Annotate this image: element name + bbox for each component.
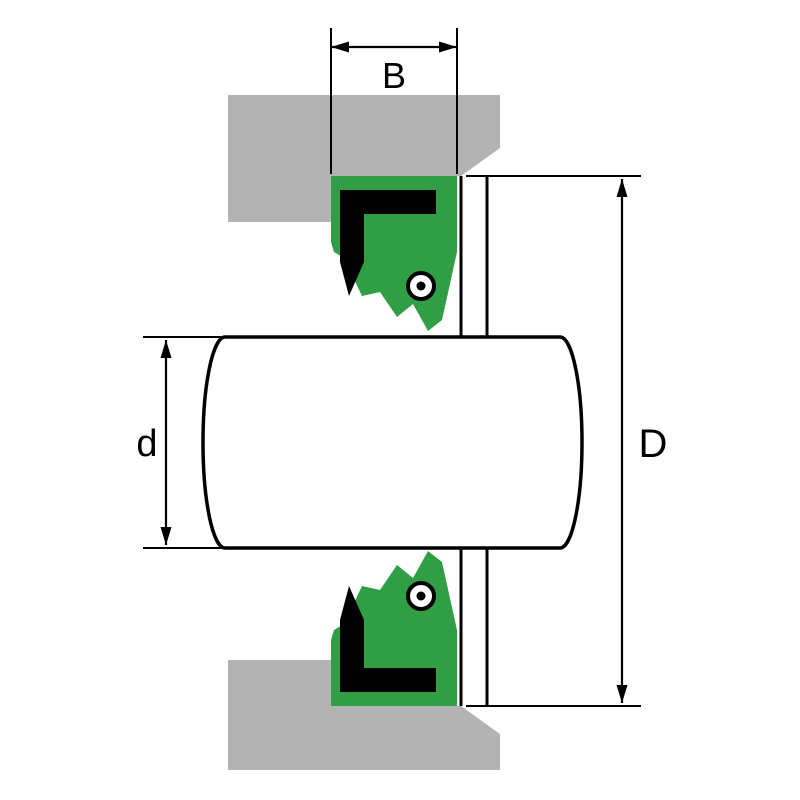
dimension-D-label: D xyxy=(639,422,668,466)
seal-bottom-cross-section xyxy=(331,551,457,706)
seal-top-cross-section xyxy=(331,176,457,331)
dimension-d-label: d xyxy=(136,423,157,465)
housing-top-cross-section xyxy=(228,95,500,222)
dimension-d: d xyxy=(136,336,226,549)
dimension-B-arrow-right xyxy=(439,41,457,53)
seal-top-metal-case xyxy=(340,190,436,296)
seal-bottom-metal-case xyxy=(340,586,436,692)
dimension-D-arrow-top xyxy=(616,179,628,197)
dimension-B: B xyxy=(330,28,458,174)
housing-bottom-cross-section xyxy=(228,660,500,770)
dimension-d-arrow-bottom xyxy=(160,527,172,545)
seal-bottom-garter-spring-center xyxy=(416,591,426,601)
dimension-B-label: B xyxy=(382,55,406,96)
dimension-B-arrow-left xyxy=(331,41,349,53)
dimension-D: D xyxy=(466,175,668,707)
seal-top-garter-spring-center xyxy=(416,281,426,291)
shaft-cross-section xyxy=(201,335,584,550)
dimension-D-arrow-bottom xyxy=(616,685,628,703)
dimension-d-arrow-top xyxy=(160,340,172,358)
